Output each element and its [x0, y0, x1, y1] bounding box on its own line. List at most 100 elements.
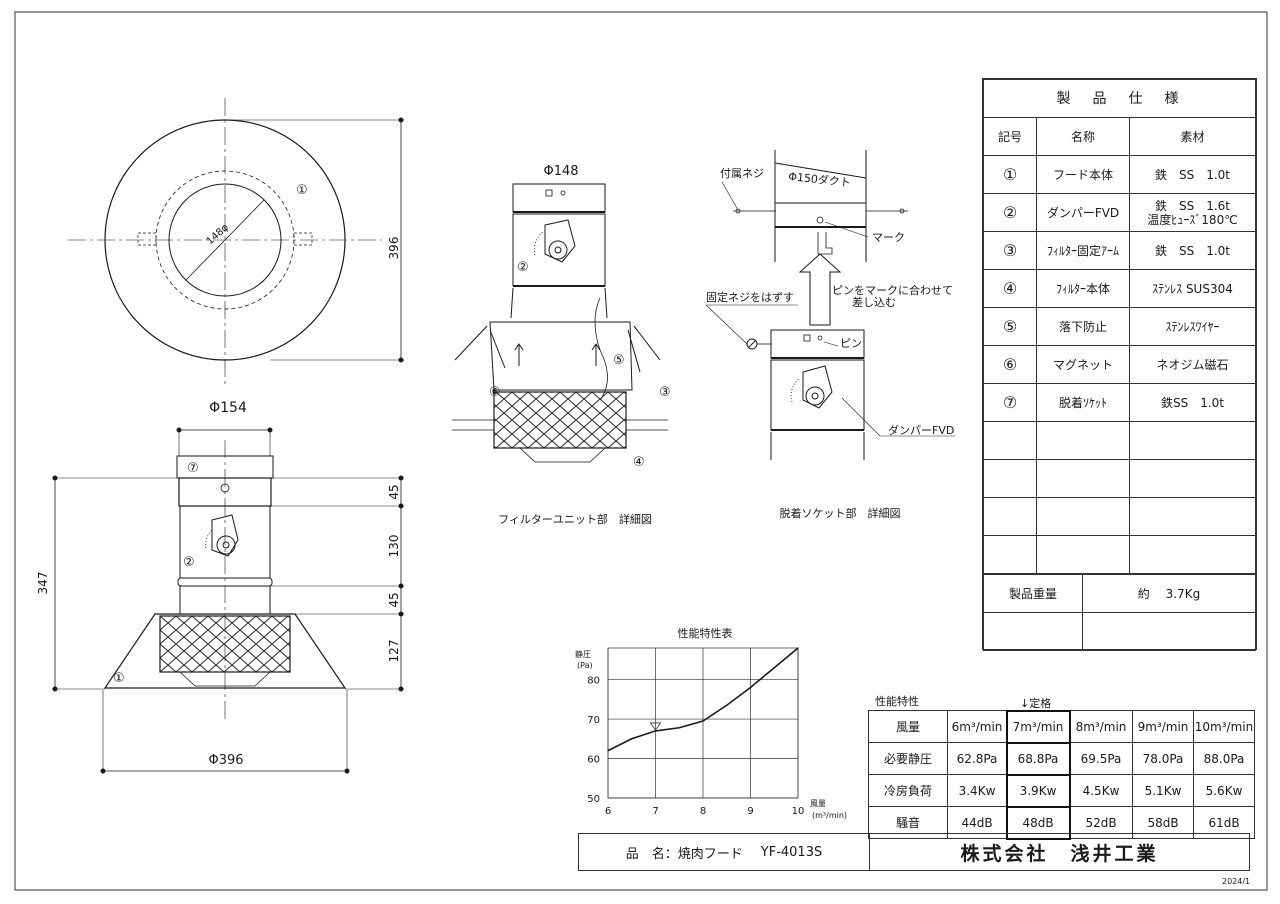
spec-blank-row: [983, 421, 1256, 460]
chart-y-tick-label: 60: [587, 755, 600, 766]
spec-item-name: 脱着ｿｹｯﾄ: [1036, 383, 1130, 422]
screw-label: 付属ネジ: [720, 167, 764, 180]
filter-unit-caption: フィルターユニット部 詳細図: [498, 512, 652, 526]
weight-label: 製品重量: [983, 574, 1083, 613]
chart-x-tick-label: 7: [652, 806, 658, 817]
spec-header-no: 記号: [983, 117, 1037, 156]
total-height-label: 347: [36, 572, 50, 595]
item-marker: ②: [183, 555, 195, 570]
socket-caption: 脱着ソケット部 詳細図: [780, 506, 901, 520]
chart-x-tick-label: 10: [792, 806, 805, 817]
spec-item-number: ②: [983, 193, 1037, 232]
spec-blank-row: [983, 497, 1256, 536]
diameter-line: [185, 199, 265, 281]
chart-data-point: [654, 730, 657, 732]
performance-column-header: 9m³/min: [1132, 710, 1194, 743]
chart-data-point: [678, 727, 680, 729]
mark-label: マーク: [872, 231, 905, 244]
item-marker: ③: [659, 385, 671, 400]
spec-title: 製 品 仕 様: [983, 79, 1256, 118]
drawing-date: 2024/1: [1222, 877, 1250, 886]
remove-screw-label: 固定ネジをはずす: [706, 290, 794, 304]
segment-dim-2: 130: [387, 535, 401, 558]
spec-blank-row: [983, 535, 1256, 574]
weight-value: 約 3.7Kg: [1082, 574, 1256, 613]
chart-data-point: [702, 720, 704, 722]
spec-item-material: ネオジム磁石: [1129, 345, 1256, 384]
chart-data-point: [797, 647, 799, 649]
spec-item-number: ④: [983, 269, 1037, 308]
chart-data-point: [749, 686, 752, 689]
chart-y-tick-label: 50: [587, 794, 600, 805]
inner-diameter-label: 148φ: [205, 222, 232, 248]
spec-blank-row: [983, 459, 1256, 498]
performance-cell: 3.4Kw: [947, 774, 1007, 807]
filter-unit-title: Φ148: [543, 164, 578, 179]
height-dimension-label: 396: [387, 237, 401, 260]
chart-ylabel-line-1: 静圧: [575, 649, 591, 659]
material-line: 鉄 SS 1.0t: [1154, 243, 1231, 258]
chart-x-tick-label: 6: [605, 806, 611, 817]
spec-item-name: フード本体: [1036, 155, 1130, 194]
chart-y-tick-label: 70: [587, 715, 600, 726]
item-marker: ④: [633, 455, 645, 470]
spec-item-number: ③: [983, 231, 1037, 270]
performance-cell: 62.8Pa: [947, 742, 1007, 775]
performance-column-header: 6m³/min: [947, 710, 1007, 743]
front-view: Φ154 ⑦ ② ① 347: [36, 400, 404, 774]
item-marker: ①: [296, 183, 308, 198]
spec-item-material: ｽﾃﾝﾚｽﾜｲﾔｰ: [1129, 307, 1256, 346]
chart-data-point: [607, 750, 609, 752]
spec-header-material: 素材: [1129, 117, 1256, 156]
spec-item-material: 鉄 SS 1.0t: [1129, 155, 1256, 194]
performance-column-header: 8m³/min: [1069, 710, 1133, 743]
performance-row-label: 必要静圧: [868, 742, 948, 775]
performance-cell: 68.8Pa: [1005, 741, 1071, 776]
chart-xlabel-line-2: (m³/min): [812, 811, 847, 820]
model-number: YF-4013S: [760, 844, 823, 860]
chart-x-tick-label: 9: [747, 806, 753, 817]
top-width-label: Φ154: [209, 400, 247, 416]
chart-xlabel-line-1: 風量: [810, 799, 826, 808]
chart-data-point: [773, 667, 775, 669]
socket-detail: 付属ネジ Φ150ダクト マーク ピンをマークに合わせて 差し込む 固定ネジをは…: [705, 150, 955, 520]
spec-item-name: ﾌｨﾙﾀｰ固定ｱｰﾑ: [1036, 231, 1130, 270]
spec-item-name: ﾌｨﾙﾀｰ本体: [1036, 269, 1130, 308]
damper-label: ダンパーFVD: [888, 423, 954, 437]
spec-header-name: 名称: [1036, 117, 1130, 156]
duct-circle: [168, 183, 282, 297]
performance-column-header: 10m³/min: [1193, 710, 1255, 743]
product-name: 品 名：焼肉フード: [625, 846, 743, 862]
spec-item-material: 鉄 SS 1.0t: [1129, 231, 1256, 270]
material-line: ｽﾃﾝﾚｽﾜｲﾔｰ: [1165, 319, 1220, 334]
bracket-right: [293, 232, 313, 246]
insert-note-line-1: ピンをマークに合わせて: [832, 283, 953, 297]
performance-row-label: 風量: [868, 710, 948, 743]
bottom-width-label: Φ396: [208, 753, 243, 768]
top-view: 148φ ① 396: [68, 98, 404, 386]
material-line: 鉄SS 1.0t: [1160, 395, 1225, 410]
performance-row-label: 冷房負荷: [868, 774, 948, 807]
performance-cell: 4.5Kw: [1069, 774, 1133, 807]
item-marker: ⑦: [187, 461, 199, 476]
material-line: 温度ﾋｭｰｽﾞ180℃: [1147, 212, 1238, 227]
sheet-border: [14, 11, 1268, 891]
performance-cell: 3.9Kw: [1005, 773, 1071, 808]
chart-data-point: [631, 738, 633, 740]
chart-title: 性能特性表: [678, 626, 733, 640]
spec-item-number: ⑥: [983, 345, 1037, 384]
performance-cell: 5.1Kw: [1132, 774, 1194, 807]
spec-item-material: ｽﾃﾝﾚｽ SUS304: [1129, 269, 1256, 308]
material-line: ｽﾃﾝﾚｽ SUS304: [1152, 281, 1233, 296]
chart-data-point: [726, 704, 728, 706]
chart-x-tick-label: 8: [700, 806, 706, 817]
segment-dim-1: 45: [387, 484, 401, 499]
pin-label: ピン: [840, 337, 862, 350]
